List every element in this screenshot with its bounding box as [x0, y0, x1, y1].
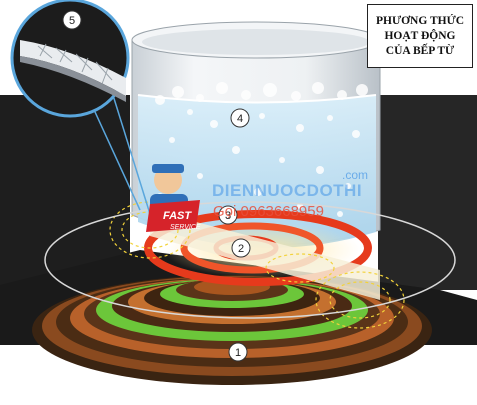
watermark-mascot-icon	[146, 164, 200, 232]
number-label-text: 1	[235, 347, 241, 359]
number-label-5: 5	[62, 10, 82, 30]
number-label-text: 5	[69, 15, 75, 27]
title-line: HOẠT ĐỘNG	[384, 29, 456, 42]
induction-coil	[32, 275, 432, 385]
watermark-brand: DIENNUOCDOTHI	[212, 181, 363, 200]
number-label-2: 2	[231, 238, 251, 258]
watermark-domain: .com	[342, 168, 369, 182]
watermark-phone: Gọi 0963668959	[213, 203, 324, 220]
number-label-text: 4	[237, 113, 243, 125]
cooking-zone-outline	[44, 201, 456, 319]
number-label-4: 4	[230, 108, 250, 128]
number-label-1: 1	[228, 342, 248, 362]
number-label-3: 3	[218, 205, 238, 225]
watermark-badge-sub: SERVICE	[170, 224, 201, 231]
title-line: CỦA BẾP TỪ	[385, 44, 455, 57]
number-label-text: 2	[238, 243, 244, 255]
title-line: PHƯƠNG THỨC	[375, 14, 465, 27]
pot-base-callout	[10, 0, 151, 215]
number-label-text: 3	[225, 210, 231, 222]
title-box: PHƯƠNG THỨC HOẠT ĐỘNG CỦA BẾP TỪ	[367, 4, 473, 68]
watermark-badge: FAST	[163, 210, 192, 222]
pot-base-heating	[144, 210, 380, 300]
